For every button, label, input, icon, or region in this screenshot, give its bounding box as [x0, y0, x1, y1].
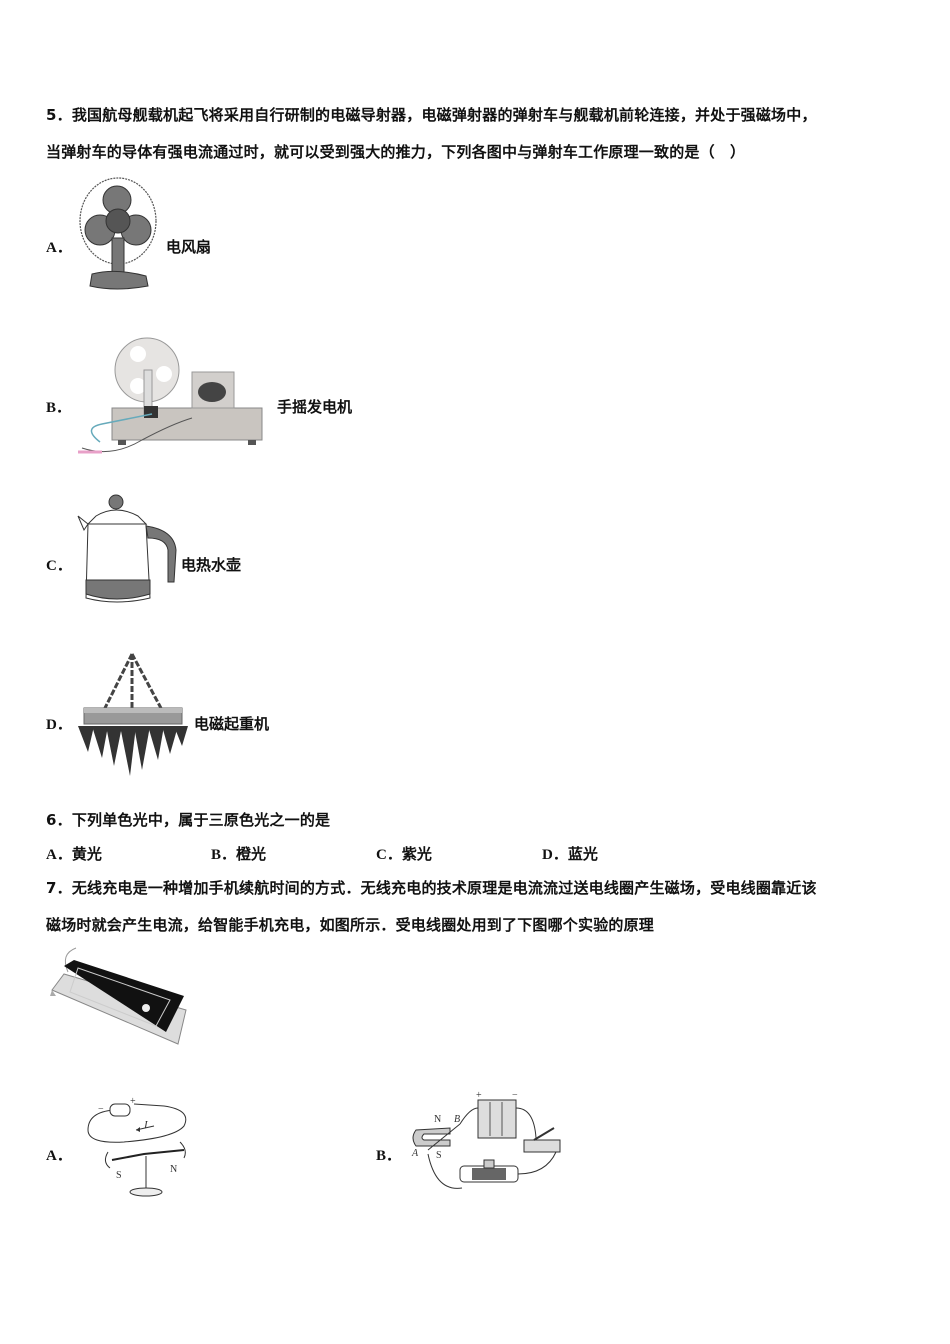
q7-stem-line2: 磁场时就会产生电流，给智能手机充电，如图所示．受电线圈处用到了下图哪个实验的原理 [46, 916, 655, 934]
q6-option-d-letter: D． [542, 847, 568, 863]
q6-option-b-text: 橙光 [236, 845, 267, 863]
minus-label: − [98, 1104, 104, 1115]
q5-stem-line2: 当弹射车的导体有强电流通过时，就可以受到强大的推力，下列各图中与弹射车工作原理一… [46, 143, 746, 161]
hand-crank-generator-image [78, 337, 263, 454]
q5-option-b-letter: B． [46, 400, 72, 416]
q6-option-a: A．黄光 [46, 843, 102, 864]
electric-fan-image [79, 177, 157, 290]
electric-kettle-image [77, 494, 177, 603]
q7-option-a-letter: A． [46, 1148, 72, 1164]
q5-option-a-caption: 电风扇 [166, 238, 212, 256]
oersted-experiment-image: − + I S N [87, 1096, 187, 1197]
q6-option-d: D．蓝光 [542, 843, 598, 864]
q6-option-c-text: 紫光 [401, 845, 432, 863]
q6-option-a-text: 黄光 [71, 845, 102, 863]
q5-option-d-caption: 电磁起重机 [194, 715, 270, 733]
q6-option-c: C．紫光 [376, 843, 432, 864]
rail-b-label: B [454, 1114, 460, 1125]
q5-option-d-letter: D． [46, 717, 72, 733]
q6-option-c-letter: C． [376, 847, 402, 863]
q7-stem-line1: 7．无线充电是一种增加手机续航时间的方式．无线充电的技术原理是电流流过送电线圈产… [46, 879, 817, 897]
north-label: N [170, 1164, 177, 1175]
battery-minus-label: − [512, 1090, 518, 1101]
magnet-south-label: S [436, 1150, 442, 1161]
rail-a-label: A [411, 1148, 419, 1159]
electromagnetic-crane-image [78, 653, 188, 776]
plus-label: + [130, 1096, 136, 1107]
magnet-north-label: N [434, 1114, 441, 1125]
motor-principle-experiment-image: + − N S A B [411, 1090, 561, 1189]
battery-plus-label: + [476, 1090, 482, 1101]
q5-stem-line1: 5．我国航母舰载机起飞将采用自行研制的电磁导射器，电磁弹射器的弹射车与舰载机前轮… [46, 106, 817, 124]
q5-option-c-caption: 电热水壶 [181, 556, 242, 574]
wireless-charging-pad-image [50, 947, 187, 1045]
q6-option-d-text: 蓝光 [567, 845, 598, 863]
q7-option-b-letter: B． [376, 1148, 402, 1164]
q5-option-b-caption: 手摇发电机 [277, 398, 353, 416]
q6-option-a-letter: A． [46, 847, 72, 863]
q5-option-c-letter: C． [46, 558, 72, 574]
q6-option-b: B．橙光 [211, 843, 266, 864]
south-label: S [116, 1170, 122, 1181]
q6-stem: 6．下列单色光中，属于三原色光之一的是 [46, 811, 331, 829]
q5-option-a-letter: A． [46, 240, 72, 256]
current-label: I [143, 1119, 149, 1131]
q6-option-b-letter: B． [211, 847, 237, 863]
